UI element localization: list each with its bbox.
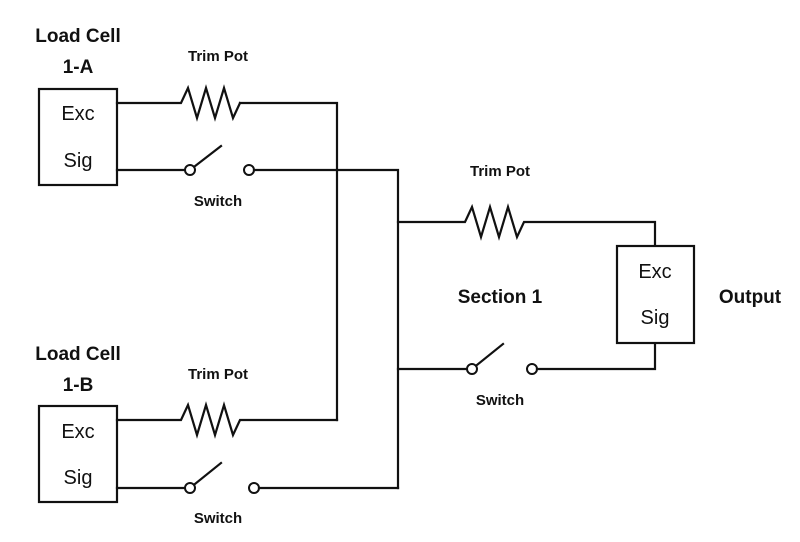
load-cell-a-title-line2: 1-A	[63, 57, 94, 78]
output-sig-label: Sig	[641, 307, 670, 329]
trim-pot-a	[115, 84, 242, 122]
switch-b	[115, 461, 260, 494]
load-cell-b-sig-label: Sig	[64, 467, 93, 489]
load-cell-a-title-line1: Load Cell	[35, 26, 121, 47]
section-label: Section 1	[458, 287, 543, 308]
output-module: Exc Sig	[615, 244, 696, 345]
trim-pot-section-resistor	[396, 203, 657, 248]
switch-a-contact-left	[184, 164, 196, 176]
switch-section	[396, 342, 538, 375]
trim-pot-section-label: Trim Pot	[470, 163, 530, 180]
load-cell-b-title-line2: 1-B	[63, 375, 94, 396]
load-cell-a: Exc Sig	[37, 87, 119, 187]
wire-a-exc	[238, 101, 339, 422]
switch-section-contact-left	[466, 363, 478, 375]
switch-b-contact-right	[248, 482, 260, 494]
output-label: Output	[719, 287, 782, 308]
load-cell-b-exc-label: Exc	[61, 421, 94, 443]
switch-b-label: Switch	[194, 510, 242, 527]
switch-b-contact-left	[184, 482, 196, 494]
load-cell-a-sig-label: Sig	[64, 150, 93, 172]
switch-a	[115, 144, 255, 176]
trim-pot-b-label: Trim Pot	[188, 366, 248, 383]
switch-section-contact-right	[526, 363, 538, 375]
switch-a-contact-right	[243, 164, 255, 176]
wire-section-sig-out	[535, 341, 657, 371]
trim-pot-b-resistor	[115, 401, 339, 439]
load-cell-b-box	[37, 404, 119, 504]
switch-section-label: Switch	[476, 392, 524, 409]
output-exc-label: Exc	[638, 261, 671, 283]
load-cell-a-exc-label: Exc	[61, 103, 94, 125]
switch-b-blade	[188, 461, 223, 490]
trim-pot-a-resistor	[115, 84, 242, 122]
trim-pot-b	[115, 401, 339, 439]
switch-section-blade	[470, 342, 505, 371]
load-cell-b-title-line1: Load Cell	[35, 344, 121, 365]
trim-pot-a-label: Trim Pot	[188, 48, 248, 65]
switch-a-blade	[188, 144, 223, 172]
load-cell-b: Exc Sig	[37, 404, 119, 504]
output-box	[615, 244, 696, 345]
wire-a-sig-out	[252, 168, 400, 490]
load-cell-a-box	[37, 87, 119, 187]
trim-pot-section	[396, 203, 657, 248]
switch-a-label: Switch	[194, 193, 242, 210]
